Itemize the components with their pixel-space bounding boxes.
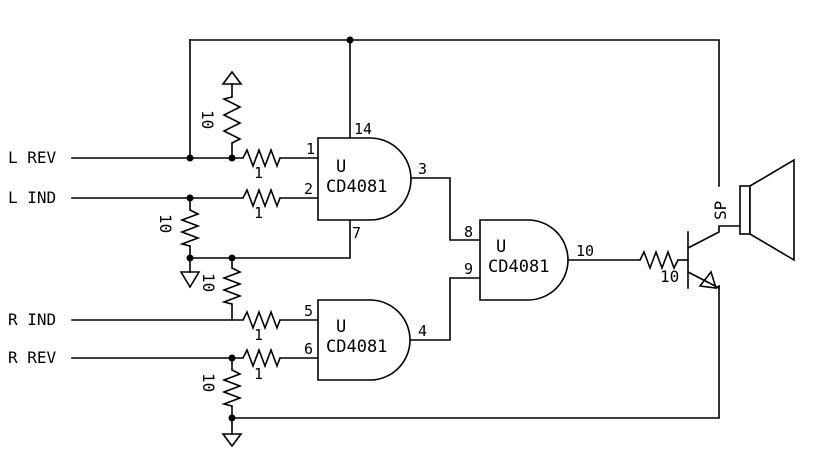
resistor-series-4	[242, 347, 281, 369]
ground-bus-wire	[189, 219, 351, 259]
pin-label-8: 8	[464, 223, 473, 241]
transistor-collector	[686, 225, 741, 250]
and-gate-1	[317, 137, 412, 221]
input-label-r-rev: R REV	[8, 348, 57, 367]
speaker	[739, 158, 795, 262]
input-label-r-ind: R IND	[8, 310, 56, 329]
pin-label-1: 1	[306, 140, 315, 158]
resistor-mid-left-value: 10	[156, 214, 175, 233]
input-label-l-ind: L IND	[8, 188, 56, 207]
junction-dot	[228, 254, 236, 262]
speaker-cone	[749, 158, 795, 262]
pin-label-2: 2	[304, 180, 313, 198]
speaker-label: SP	[711, 201, 730, 220]
gate-2-part: CD4081	[326, 337, 387, 357]
transistor-emitter-arrow	[698, 270, 718, 289]
bottom-return-wire	[231, 285, 720, 419]
gate-1-part: CD4081	[326, 177, 387, 197]
resistor-series-4-value: 1	[254, 365, 263, 383]
pin-label-4: 4	[418, 322, 427, 340]
resistor-series-2-value: 1	[254, 204, 263, 222]
transistor-emitter	[686, 270, 720, 290]
pin4-to-pin9-wire	[407, 277, 481, 341]
ground-symbols	[179, 70, 243, 448]
resistor-series-1-value: 1	[254, 164, 263, 182]
input-labels: L REV L IND R IND R REV	[8, 148, 57, 367]
resistor-bottom-value: 10	[199, 373, 218, 392]
speaker-magnet	[739, 185, 751, 235]
input-label-l-rev: L REV	[8, 148, 57, 167]
resistor-series-3	[242, 309, 281, 331]
resistor-mid	[221, 267, 243, 305]
pin-label-6: 6	[304, 340, 313, 358]
resistor-top	[221, 96, 242, 144]
junction-dot	[186, 154, 194, 162]
ground-symbol	[221, 433, 243, 448]
gate-3-part: CD4081	[488, 257, 549, 277]
gate-1-ref: U	[336, 157, 346, 177]
ground-symbol	[179, 271, 201, 289]
pin-label-10: 10	[576, 242, 594, 260]
top-rail-wire	[189, 39, 720, 187]
resistor-output	[639, 249, 679, 271]
junction-dot	[228, 354, 236, 362]
junction-dot	[228, 414, 236, 422]
pin-label-5: 5	[304, 302, 313, 320]
junction-dot	[228, 154, 236, 162]
gate-3-ref: U	[496, 237, 506, 257]
resistor-series-3-value: 1	[254, 326, 263, 344]
ground-symbol	[221, 70, 243, 85]
pin-label-7: 7	[352, 224, 361, 242]
resistor-output-value: 10	[660, 267, 679, 286]
junction-dot	[346, 36, 354, 44]
pin-label-3: 3	[418, 160, 427, 178]
gate-labels: U CD4081 U CD4081 U CD4081	[326, 157, 549, 357]
resistor-series-2	[242, 187, 281, 209]
and-gate-2	[317, 299, 411, 381]
junction-dot	[186, 194, 194, 202]
pin-label-14: 14	[354, 120, 372, 138]
pin-labels: 14 1 2 3 7 5 6 4 8 9 10	[304, 120, 594, 358]
junction-dot	[186, 254, 194, 262]
and-gate-3	[479, 219, 569, 301]
resistor-mid-value: 10	[199, 273, 218, 292]
resistor-labels: 10 10 10 10 10 1 1 1 1	[156, 110, 679, 392]
resistor-bottom	[221, 369, 243, 407]
junction-dots	[186, 36, 354, 422]
resistors	[179, 96, 679, 407]
gate-2-ref: U	[336, 317, 346, 337]
wires	[71, 39, 741, 435]
resistor-mid-left	[179, 209, 201, 247]
resistor-series-1	[242, 147, 281, 169]
resistor-top-value: 10	[198, 110, 217, 129]
pin3-to-pin8-wire	[407, 177, 481, 241]
pin-label-9: 9	[464, 260, 473, 278]
